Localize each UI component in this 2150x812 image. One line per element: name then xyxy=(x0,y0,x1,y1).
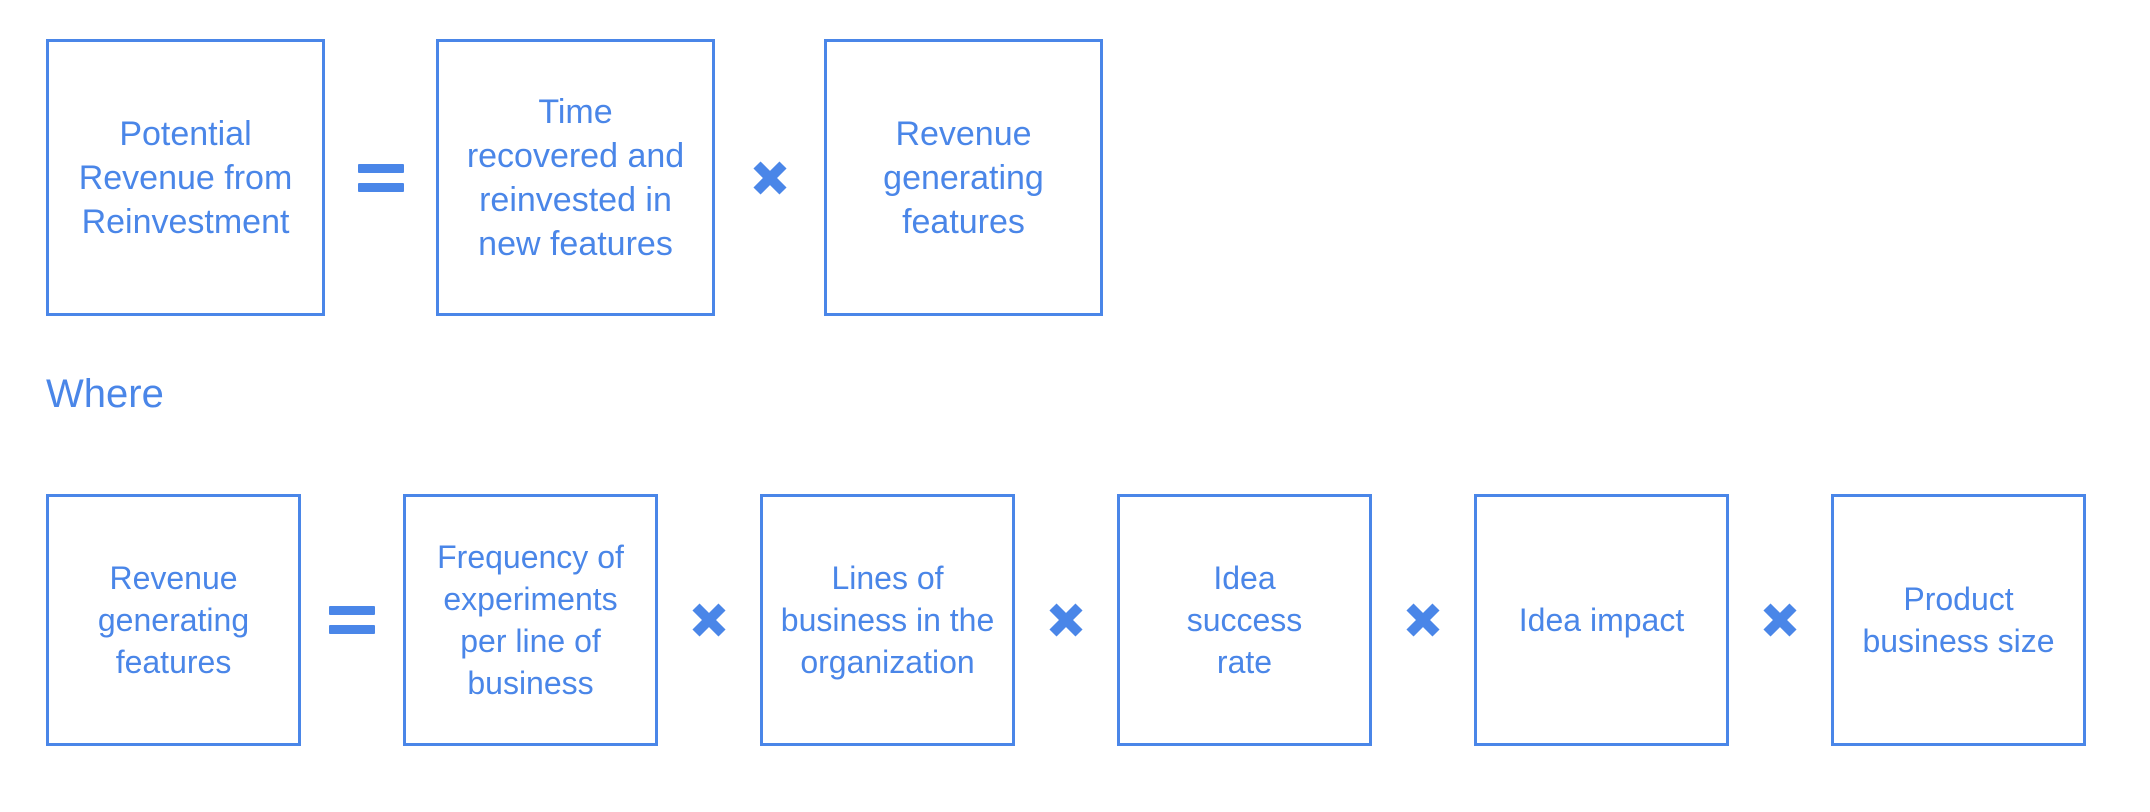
box-potential-revenue-label: Potential Revenue from Reinvestment xyxy=(78,114,293,241)
multiply-icon xyxy=(715,39,824,316)
equals-icon xyxy=(325,39,436,316)
multiply-icon xyxy=(1015,494,1117,746)
box-product-business-size: Product business size xyxy=(1831,494,2086,746)
box-product-business-size-label: Product business size xyxy=(1862,581,2055,659)
box-revenue-generating-bottom-label: Revenue generating features xyxy=(97,560,250,680)
box-idea-success-rate: Idea success rate xyxy=(1117,494,1372,746)
box-frequency-experiments: Frequency of experiments per line of bus… xyxy=(403,494,658,746)
equals-icon xyxy=(301,494,403,746)
box-idea-impact: Idea impact xyxy=(1474,494,1729,746)
box-lines-of-business-label: Lines of business in the organization xyxy=(780,560,995,680)
equals-glyph xyxy=(357,163,404,192)
box-revenue-generating-top-label: Revenue generating features xyxy=(883,114,1044,241)
box-idea-success-rate-label: Idea success rate xyxy=(1186,560,1303,680)
box-revenue-generating-bottom: Revenue generating features xyxy=(46,494,301,746)
box-potential-revenue: Potential Revenue from Reinvestment xyxy=(46,39,325,316)
box-frequency-experiments-label: Frequency of experiments per line of bus… xyxy=(437,539,624,701)
box-lines-of-business: Lines of business in the organization xyxy=(760,494,1015,746)
multiply-icon xyxy=(1372,494,1474,746)
box-time-recovered: Time recovered and reinvested in new fea… xyxy=(436,39,715,316)
box-revenue-generating-top: Revenue generating features xyxy=(824,39,1103,316)
box-time-recovered-label: Time recovered and reinvested in new fea… xyxy=(466,92,685,263)
multiply-glyph xyxy=(1049,603,1083,637)
multiply-glyph xyxy=(752,160,787,195)
box-idea-impact-label: Idea impact xyxy=(1518,602,1685,638)
multiply-icon xyxy=(1729,494,1831,746)
equals-glyph xyxy=(329,606,375,634)
equation-row-top: Potential Revenue from Reinvestment Time… xyxy=(46,39,1103,316)
multiply-glyph xyxy=(1763,603,1797,637)
where-label: Where xyxy=(46,372,164,416)
equation-row-bottom: Revenue generating features Frequency of… xyxy=(46,494,2086,746)
multiply-glyph xyxy=(692,603,726,637)
multiply-icon xyxy=(658,494,760,746)
multiply-glyph xyxy=(1406,603,1440,637)
